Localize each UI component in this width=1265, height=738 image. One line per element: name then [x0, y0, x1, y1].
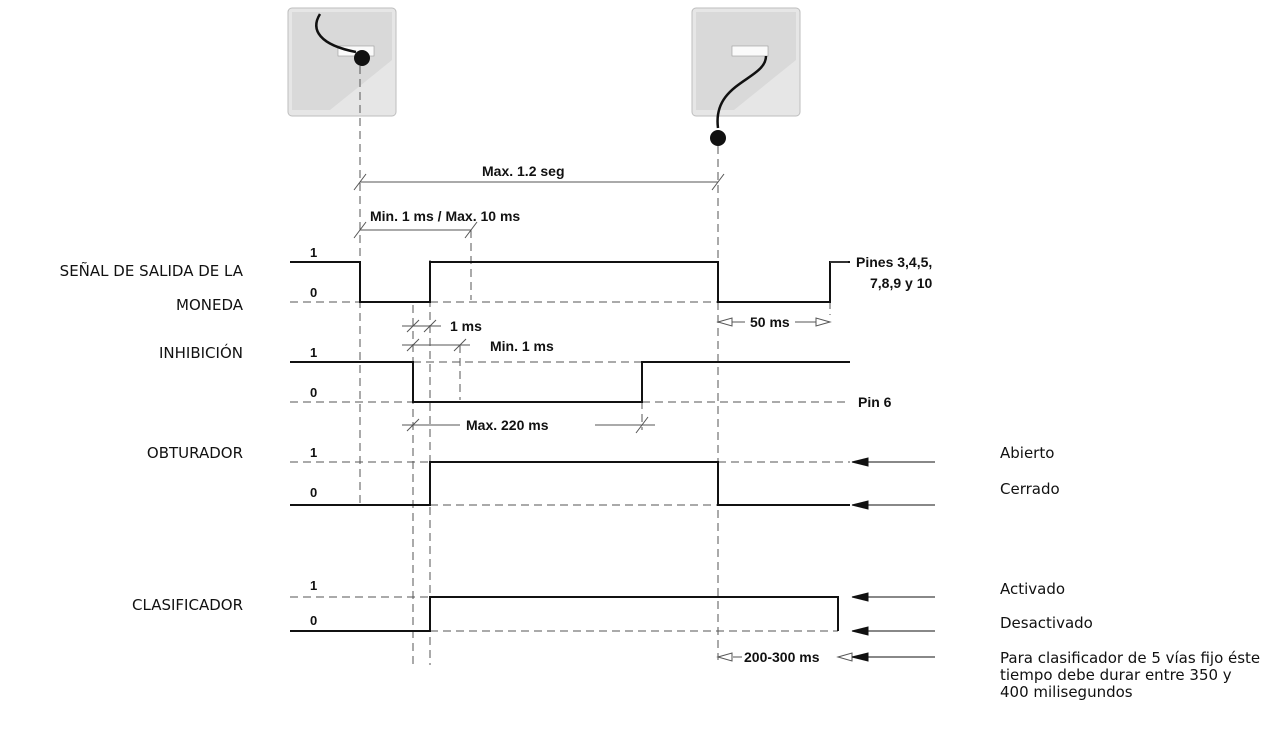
sorter-signal-label: CLASIFICADOR — [132, 596, 243, 614]
shutter-signal-label: OBTURADOR — [146, 444, 243, 462]
one-ms-label: 1 ms — [450, 318, 482, 334]
max-total-label: Max. 1.2 seg — [482, 163, 565, 179]
level-labels: 1 0 1 0 1 0 1 0 — [310, 245, 317, 628]
coin-output-signal-label: SEÑAL DE SALIDA DE LA — [59, 262, 243, 280]
level-high-label: 1 — [310, 578, 317, 593]
coin-validator-exit-illustration — [691, 7, 801, 146]
level-references — [290, 301, 850, 632]
min-max-pulse-label: Min. 1 ms / Max. 10 ms — [370, 208, 520, 224]
shutter-waveform — [290, 461, 850, 506]
pins-output-label: Pines 3,4,5, — [856, 254, 932, 270]
pins-output-label-2: 7,8,9 y 10 — [870, 275, 932, 291]
level-low-label: 0 — [310, 385, 317, 400]
inhibit-waveform — [290, 361, 850, 403]
state-closed-label: Cerrado — [1000, 480, 1060, 498]
level-high-label: 1 — [310, 245, 317, 260]
fifty-ms-label: 50 ms — [750, 314, 790, 330]
coin-validator-entry-illustration — [287, 7, 397, 117]
level-high-label: 1 — [310, 345, 317, 360]
waveforms — [290, 261, 850, 632]
dimension-lines — [353, 173, 848, 658]
level-low-label: 0 — [310, 485, 317, 500]
sorter-footnote: Para clasificador de 5 vías fijo éste ti… — [1000, 649, 1261, 701]
coin-output-signal-label-2: MONEDA — [176, 296, 243, 314]
state-deactivated-label: Desactivado — [1000, 614, 1093, 632]
sorter-waveform — [290, 596, 839, 632]
state-arrows — [851, 457, 935, 662]
dimension-arrows — [716, 317, 853, 662]
pin-inhibit-label: Pin 6 — [858, 394, 892, 410]
min-1ms-label: Min. 1 ms — [490, 338, 554, 354]
reference-lines — [359, 66, 831, 665]
inhibit-signal-label: INHIBICIÓN — [159, 344, 243, 362]
state-open-label: Abierto — [1000, 444, 1055, 462]
level-low-label: 0 — [310, 613, 317, 628]
level-low-label: 0 — [310, 285, 317, 300]
coin-output-waveform — [290, 261, 850, 303]
max-220-label: Max. 220 ms — [466, 417, 549, 433]
state-activated-label: Activado — [1000, 580, 1066, 598]
level-high-label: 1 — [310, 445, 317, 460]
sorter-range-label: 200-300 ms — [744, 649, 820, 665]
